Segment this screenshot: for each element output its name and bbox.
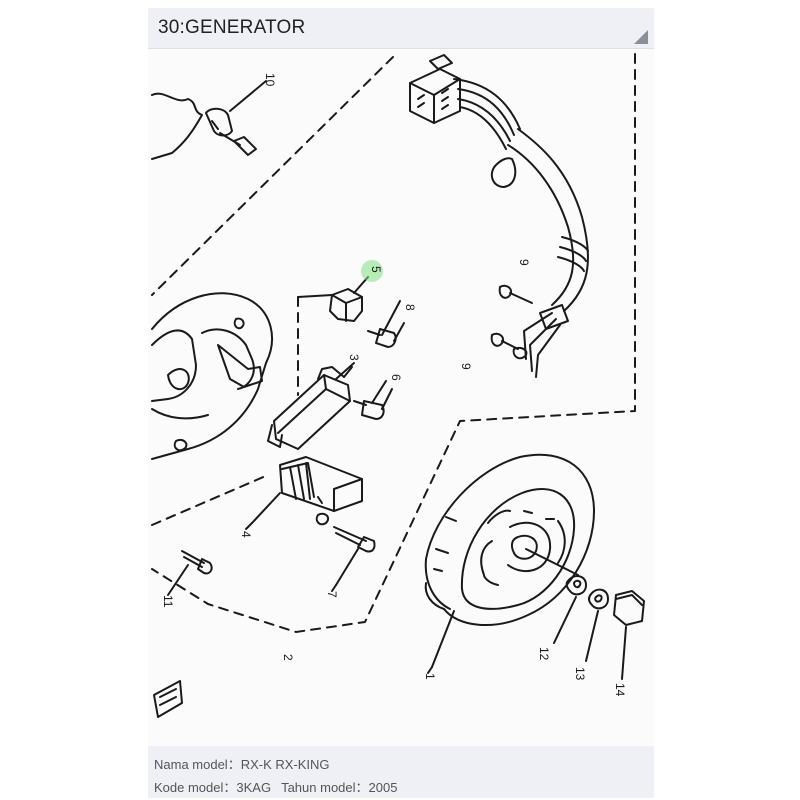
model-name-label: Nama model： [154,757,241,772]
callout-12[interactable]: 12 [537,647,551,661]
callout-8[interactable]: 8 [403,304,417,311]
parts-catalog-panel [148,8,654,792]
model-name-row: Nama model：RX-K RX-KING [154,754,330,773]
callout-4[interactable]: 4 [239,531,253,538]
stator-plate [151,292,273,460]
model-code-label: Kode model： [154,780,237,795]
callout-5[interactable]: 5 [369,266,383,273]
part-1-flywheel [424,453,595,668]
wiring-harness [409,54,589,378]
parts-diagram: 10 5 8 9 9 3 6 4 7 11 2 1 12 13 14 [151,53,645,718]
front-arrow-icon [153,680,183,718]
callout-10[interactable]: 11 [161,595,175,608]
assembly-boundary-lines [151,53,636,633]
part-7-screw [315,512,376,586]
callout-13[interactable]: 13 [573,667,587,681]
model-name-value: RX-K RX-KING [240,757,330,772]
part-3-coil [267,362,355,450]
highlight-marker[interactable] [361,260,383,282]
model-code-row: Kode model：3KAG Tahun model：2005 [154,777,397,796]
section-header: 30:GENERATOR [148,8,654,49]
part-4-coil [251,456,363,524]
part-9-bolts [490,284,533,350]
callout-14[interactable]: 14 [613,683,627,697]
model-code-value: 3KAG [236,780,272,795]
callout-2[interactable]: 2 [281,654,295,661]
part-14-nut [613,590,645,680]
collapse-corner-icon[interactable] [634,30,648,44]
model-year-label: Tahun model： [281,780,369,795]
callout-6[interactable]: 6 [389,374,403,381]
part-12-washer [553,575,587,644]
callout-9-top[interactable]: 9 [517,259,531,266]
callout-3[interactable]: 3 [347,354,361,361]
part-8-screw [367,322,405,348]
section-title: 30:GENERATOR [158,17,306,38]
part-11-clamp [151,80,267,160]
callout-11[interactable]: 10 [263,73,277,87]
part-6-screw [353,388,393,420]
part-5-pickup [297,288,363,322]
part-10-screw [171,550,213,590]
model-year-value: 2005 [368,780,398,795]
callout-7[interactable]: 7 [325,591,339,598]
part-13-washer [585,588,609,662]
callout-9-bottom[interactable]: 9 [459,363,473,370]
callout-1[interactable]: 1 [423,673,437,680]
model-info-footer: Nama model：RX-K RX-KING Kode model：3KAG T… [148,746,654,798]
